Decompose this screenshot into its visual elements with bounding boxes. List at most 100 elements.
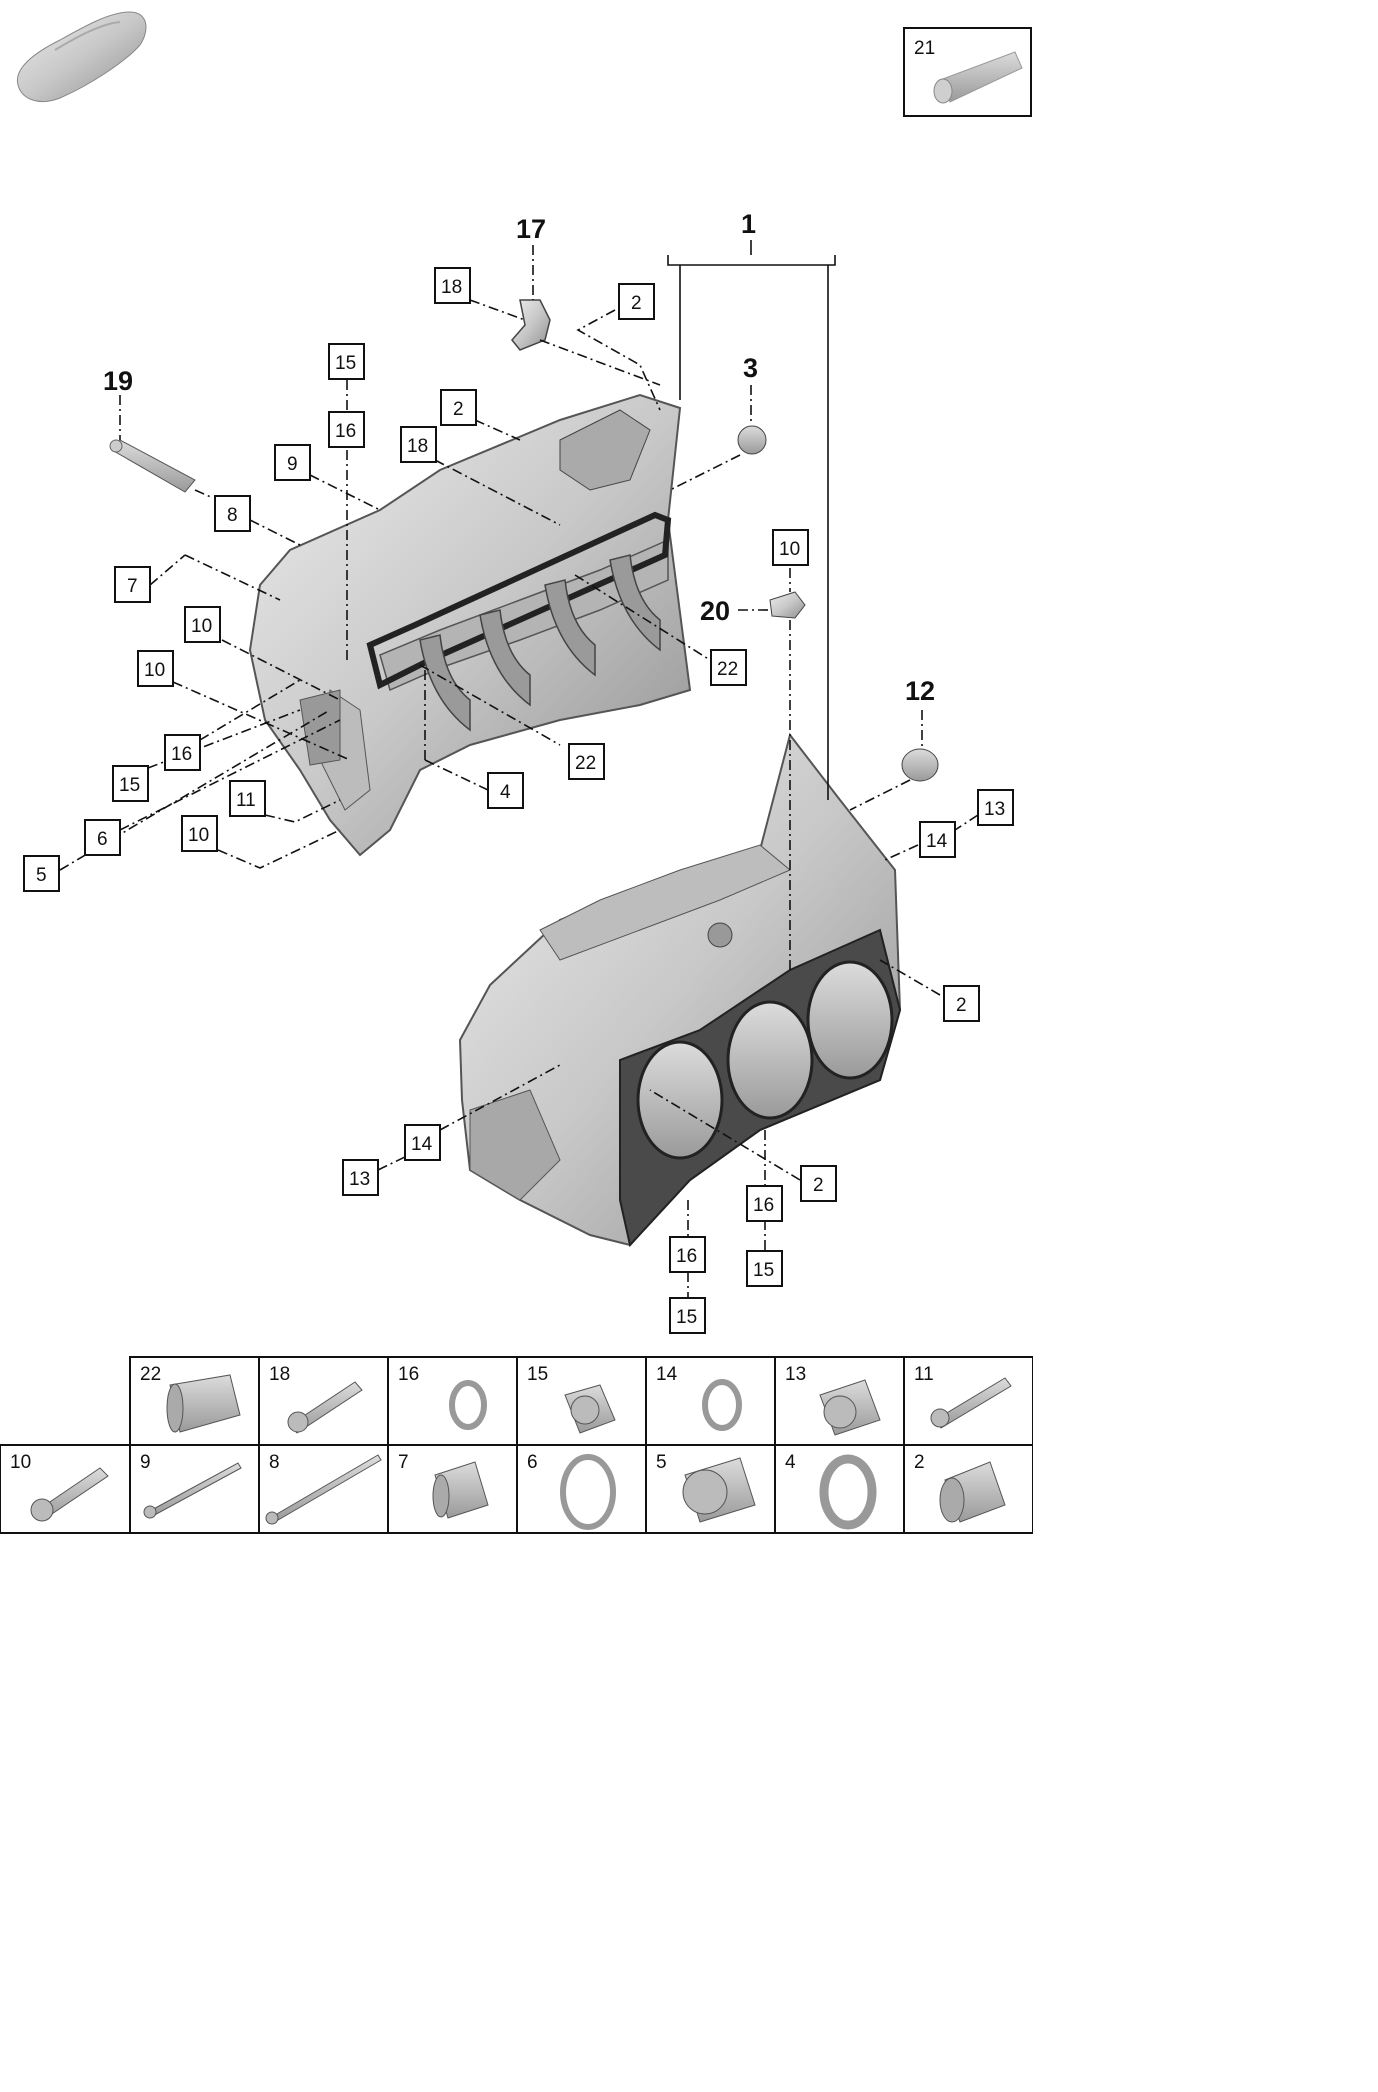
callout-2: 2 [618, 283, 655, 320]
svg-text:15: 15 [527, 1364, 548, 1385]
long-bolt-icon [265, 1454, 382, 1525]
callout-22: 22 [568, 743, 605, 780]
long-bolt-icon [143, 1462, 242, 1519]
bolt-19 [109, 439, 196, 493]
callout-8: 8 [214, 495, 251, 532]
svg-text:8: 8 [269, 1452, 280, 1473]
svg-text:13: 13 [349, 1169, 370, 1190]
table-cell-13: 13 [774, 1356, 905, 1446]
screw-plug-icon [682, 1457, 756, 1523]
callout-20-label: 20 [700, 596, 730, 626]
svg-text:22: 22 [717, 659, 738, 680]
screw-plug-icon [819, 1379, 881, 1436]
svg-text:18: 18 [269, 1364, 290, 1385]
callout-21-label: 21 [914, 38, 935, 59]
bolt-icon [930, 1377, 1012, 1429]
callout-18: 18 [434, 267, 471, 304]
bracket-17 [511, 299, 551, 351]
table-cell-7: 7 [387, 1444, 518, 1534]
svg-text:16: 16 [398, 1364, 419, 1385]
callout-15: 15 [746, 1250, 783, 1287]
svg-text:15: 15 [676, 1307, 697, 1328]
callout-10: 10 [137, 650, 174, 687]
seal-ring-icon [702, 1379, 742, 1431]
bolt-icon [30, 1467, 109, 1522]
callout-14: 14 [404, 1124, 441, 1161]
callout-13: 13 [977, 789, 1014, 826]
callout-10: 10 [184, 606, 221, 643]
svg-text:15: 15 [335, 353, 356, 374]
svg-text:5: 5 [36, 865, 47, 886]
callout-16: 16 [328, 411, 365, 448]
svg-text:15: 15 [753, 1260, 774, 1281]
table-cell-6: 6 [516, 1444, 647, 1534]
callout-2: 2 [440, 389, 477, 426]
table-cell-2: 2 [903, 1444, 1033, 1534]
svg-text:4: 4 [785, 1452, 796, 1473]
bush-3 [737, 425, 767, 455]
boxed-callouts: 18 2 15 2 16 18 9 8 10 7 10 22 10 16 22 … [23, 267, 1014, 1334]
svg-text:10: 10 [188, 825, 209, 846]
callout-15: 15 [328, 343, 365, 380]
table-cell-5: 5 [645, 1444, 776, 1534]
plug-icon [432, 1461, 489, 1519]
callout-10: 10 [181, 815, 218, 852]
callout-18: 18 [400, 426, 437, 463]
svg-text:10: 10 [10, 1452, 31, 1473]
table-cell-10: 10 [0, 1444, 131, 1534]
svg-text:22: 22 [140, 1364, 161, 1385]
callout-2: 2 [943, 985, 980, 1022]
table-cell-9: 9 [129, 1444, 260, 1534]
svg-text:2: 2 [453, 399, 464, 420]
seal-ring-icon [560, 1454, 616, 1530]
svg-text:6: 6 [527, 1452, 538, 1473]
table-cell-16: 16 [387, 1356, 518, 1446]
svg-text:10: 10 [779, 539, 800, 560]
callout-7: 7 [114, 566, 151, 603]
callout-3-label: 3 [743, 353, 758, 383]
svg-text:16: 16 [753, 1195, 774, 1216]
crankcase-upper-half [248, 393, 692, 857]
svg-text:10: 10 [191, 616, 212, 637]
car-silhouette-icon [16, 11, 147, 102]
callout-16: 16 [164, 734, 201, 771]
svg-text:16: 16 [171, 744, 192, 765]
bolt-icon [287, 1381, 363, 1434]
svg-text:14: 14 [411, 1134, 433, 1155]
callout-16: 16 [746, 1185, 783, 1222]
sensor-20 [769, 591, 806, 619]
svg-text:9: 9 [287, 454, 298, 475]
svg-text:13: 13 [785, 1364, 806, 1385]
svg-text:4: 4 [500, 782, 511, 803]
seal-ring-icon [449, 1380, 487, 1430]
svg-text:6: 6 [97, 829, 108, 850]
leader-lines [59, 240, 979, 1298]
callout-5: 5 [23, 855, 60, 892]
svg-text:2: 2 [956, 995, 967, 1016]
callout-19-label: 19 [103, 366, 133, 396]
table-cell-8: 8 [258, 1444, 389, 1534]
callout-15: 15 [112, 765, 149, 802]
table-cell-15: 15 [516, 1356, 647, 1446]
callout-11: 11 [229, 780, 266, 817]
svg-text:2: 2 [813, 1175, 824, 1196]
parts-table-row-1: 22 18 16 15 14 13 11 [129, 1356, 1033, 1446]
sealant-tube-icon [933, 51, 1023, 104]
callout-6: 6 [84, 819, 121, 856]
table-cell-18: 18 [258, 1356, 389, 1446]
callout-1-label: 1 [741, 209, 756, 239]
svg-text:22: 22 [575, 753, 596, 774]
svg-text:10: 10 [144, 660, 165, 681]
table-cell-4: 4 [774, 1444, 905, 1534]
callout-15: 15 [669, 1297, 706, 1334]
callout-9: 9 [274, 444, 311, 481]
screw-plug-icon [564, 1384, 616, 1434]
svg-text:18: 18 [441, 277, 462, 298]
svg-text:5: 5 [656, 1452, 667, 1473]
table-cell-22: 22 [129, 1356, 260, 1446]
callout-17-label: 17 [516, 214, 546, 244]
callout-22: 22 [710, 649, 747, 686]
callout-14: 14 [919, 821, 956, 858]
svg-text:15: 15 [119, 775, 140, 796]
seal-ring-icon [819, 1454, 877, 1530]
